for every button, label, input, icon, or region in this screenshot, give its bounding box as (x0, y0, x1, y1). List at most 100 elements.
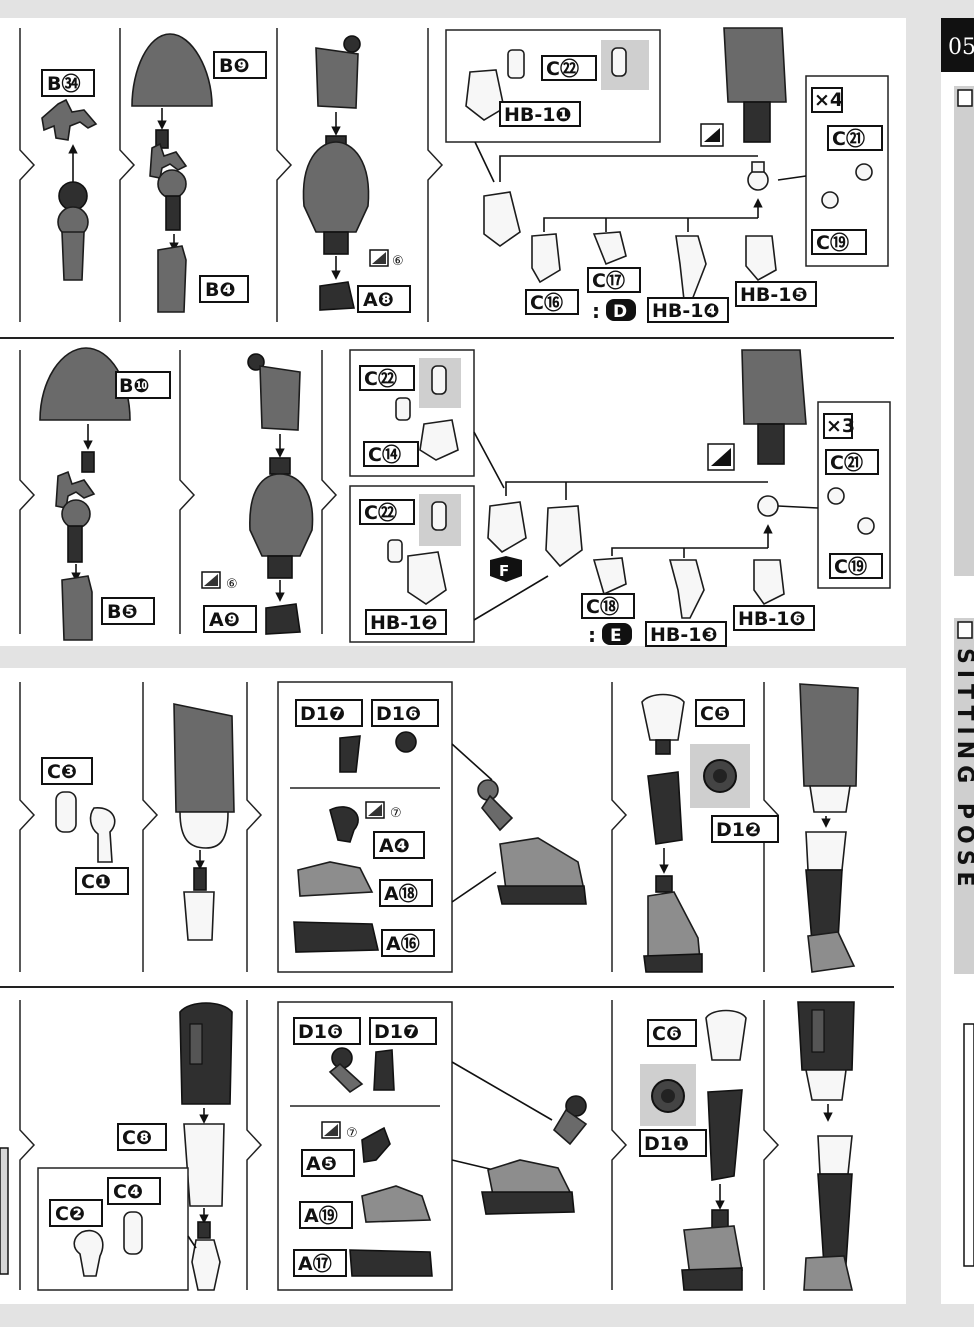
part-label: C⑲ (829, 553, 883, 579)
hand-detail-box-a: C㉒ C⑭ (349, 349, 475, 477)
svg-text:HB-1❷: HB-1❷ (370, 612, 438, 634)
hand-part (753, 559, 785, 606)
part-label: C㉒ (359, 499, 415, 525)
step-divider (179, 350, 196, 634)
hand-marker: F (490, 556, 522, 582)
part-label: HB-1❸ (645, 621, 727, 647)
svg-text:C❹: C❹ (113, 1181, 143, 1203)
part-label: D1❻ (371, 699, 439, 727)
svg-text:A⑯: A⑯ (386, 932, 420, 955)
hand-detail-box-b: C㉒ HB-1❷ (349, 485, 475, 643)
svg-text:E: E (610, 626, 622, 646)
svg-text:B㉞: B㉞ (47, 72, 80, 95)
page-number: 05 (948, 35, 974, 60)
svg-text:C⑭: C⑭ (368, 443, 401, 466)
svg-text:C⑲: C⑲ (816, 231, 849, 254)
part-label: D1❼ (295, 699, 363, 727)
part-label: C❺ (695, 699, 745, 727)
svg-text:C⑱: C⑱ (586, 595, 619, 618)
hand-part (487, 501, 527, 554)
part-label: C⑲ (811, 229, 867, 255)
svg-text:A⑲: A⑲ (304, 1204, 338, 1227)
svg-text:HB-1❺: HB-1❺ (740, 284, 808, 306)
lower-leg-step: C❺ D1❷ (641, 693, 779, 973)
part-label: HB-1❻ (733, 605, 815, 631)
part-label: HB-1❺ (735, 281, 817, 307)
part-label: C⑰ (587, 267, 641, 293)
step-divider (246, 682, 263, 972)
part-label: ×3 (823, 413, 855, 439)
step-divider (19, 28, 36, 322)
joint-detail-box: C❹ C❷ (37, 1167, 197, 1291)
part-label: D1❻ (293, 1017, 361, 1045)
side-panel-shade (954, 86, 974, 576)
stand-icon (957, 89, 973, 107)
page-number-tab (941, 18, 974, 72)
svg-text:×3: ×3 (826, 415, 855, 437)
side-panel-shade (954, 618, 974, 974)
part-label: B❿ (115, 371, 171, 399)
part-label: C⑭ (363, 441, 419, 467)
tool-number: ⑥ (226, 577, 238, 592)
step-divider (276, 28, 293, 322)
svg-text:HB-1❹: HB-1❹ (652, 300, 720, 322)
part-label: D1❼ (369, 1017, 437, 1045)
svg-text:A⑰: A⑰ (298, 1252, 332, 1275)
svg-text:C❸: C❸ (47, 761, 77, 783)
part-label: C❽ (117, 1123, 167, 1151)
svg-text:C⑰: C⑰ (592, 269, 625, 292)
side-title: SITTING POSE (952, 648, 974, 893)
svg-text:A❹: A❹ (379, 835, 410, 857)
part-label: A❹ (373, 831, 425, 859)
svg-text:B❺: B❺ (107, 601, 138, 623)
step-2-upper-arm: B❾ B❹ (131, 33, 267, 313)
svg-text:B❿: B❿ (119, 375, 150, 397)
part-label: C⑱ (581, 593, 635, 619)
svg-text:⑦: ⑦ (346, 1126, 358, 1141)
svg-text:C❺: C❺ (700, 703, 730, 725)
shoe-assembly (477, 779, 587, 905)
svg-text:C⑯: C⑯ (530, 291, 563, 314)
part-label: HB-1❷ (365, 609, 447, 635)
step-divider (19, 350, 36, 634)
svg-text:C❻: C❻ (652, 1023, 682, 1045)
part-label: C❸ (41, 757, 93, 785)
hand-part (592, 231, 627, 266)
hip-joint-step: C❸ C❶ (41, 757, 129, 895)
svg-text:C㉑: C㉑ (830, 451, 863, 474)
svg-text:D1❻: D1❻ (376, 703, 421, 725)
step-1-joint: B㉞ (41, 69, 98, 281)
svg-text:D1❷: D1❷ (716, 819, 761, 841)
stand-icon (957, 621, 973, 639)
svg-text:HB-1❶: HB-1❶ (504, 104, 572, 126)
svg-text:C❽: C❽ (122, 1127, 152, 1149)
svg-text:A❾: A❾ (209, 609, 240, 631)
shoe-detail-box: D1❼ D1❻ ⑦ A❹ A⑱ A⑯ (277, 681, 453, 973)
svg-text:C⑲: C⑲ (834, 555, 867, 578)
hand-part (545, 505, 583, 568)
hand-part (531, 233, 561, 284)
shoe-assembly (481, 1095, 588, 1215)
shoe-detail-box: D1❻ D1❼ ⑦ A❺ A⑲ A⑰ (277, 1001, 453, 1291)
ball-joint-box: ×4 C㉑ C⑲ (777, 75, 889, 267)
step-3-forearm: ⑥ A❾ (201, 353, 314, 635)
part-label: C❹ (107, 1177, 161, 1205)
svg-text:C㉒: C㉒ (364, 501, 397, 524)
part-label: C❷ (49, 1199, 103, 1227)
step-divider (119, 28, 136, 322)
svg-text::: : (592, 299, 600, 323)
part-label: A❾ (203, 605, 257, 633)
side-panel-box (963, 1023, 974, 1267)
assembled-leg (799, 683, 859, 973)
part-label: C❶ (75, 867, 129, 895)
svg-text:D: D (613, 302, 627, 322)
part-label: HB-1❹ (647, 297, 729, 323)
svg-text::: : (588, 623, 596, 647)
svg-text:B❹: B❹ (205, 279, 236, 301)
svg-text:B❾: B❾ (219, 55, 250, 77)
part-label: C㉑ (827, 125, 883, 151)
part-label: B❾ (213, 51, 267, 79)
step-divider (142, 682, 159, 972)
svg-text:D1❻: D1❻ (298, 1021, 343, 1043)
